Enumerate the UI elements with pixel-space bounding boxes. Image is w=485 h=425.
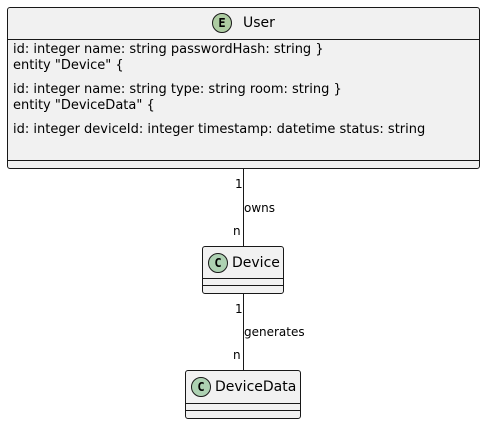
generates-relation-line bbox=[243, 294, 244, 370]
device-data-methods-divider bbox=[186, 410, 300, 411]
body-blank-line bbox=[13, 114, 425, 122]
owns-source-multiplicity: 1 bbox=[235, 177, 243, 191]
owns-relation-label: owns bbox=[244, 201, 276, 215]
owns-relation-line bbox=[243, 169, 244, 246]
device-class-name: Device bbox=[232, 255, 280, 271]
generates-target-multiplicity: n bbox=[233, 348, 241, 362]
body-blank-line bbox=[13, 74, 425, 82]
body-line: entity "DeviceData" { bbox=[13, 98, 155, 113]
body-line: id: integer deviceId: integer timestamp:… bbox=[13, 122, 426, 137]
device-attributes-divider bbox=[203, 278, 283, 279]
device-data-class[interactable]: C DeviceData bbox=[185, 370, 301, 419]
user-entity-name: User bbox=[243, 15, 275, 31]
user-entity[interactable]: E User id: integer name: string password… bbox=[7, 7, 480, 169]
entity-stereotype-icon: E bbox=[212, 13, 232, 33]
generates-source-multiplicity: 1 bbox=[235, 302, 243, 316]
device-data-attributes-divider bbox=[186, 403, 300, 404]
device-methods-divider bbox=[203, 285, 283, 286]
body-line: id: integer name: string passwordHash: s… bbox=[13, 42, 324, 57]
device-data-class-name: DeviceData bbox=[215, 379, 297, 395]
user-body-divider bbox=[8, 160, 479, 161]
owns-target-multiplicity: n bbox=[233, 224, 241, 238]
body-line: entity "Device" { bbox=[13, 58, 124, 73]
device-class[interactable]: C Device bbox=[202, 246, 284, 294]
class-stereotype-icon: C bbox=[208, 253, 228, 273]
class-stereotype-icon: C bbox=[191, 377, 211, 397]
user-entity-body: id: integer name: string passwordHash: s… bbox=[13, 42, 425, 138]
generates-relation-label: generates bbox=[244, 325, 305, 339]
user-header-divider bbox=[8, 39, 479, 40]
body-line: id: integer name: string type: string ro… bbox=[13, 82, 342, 97]
